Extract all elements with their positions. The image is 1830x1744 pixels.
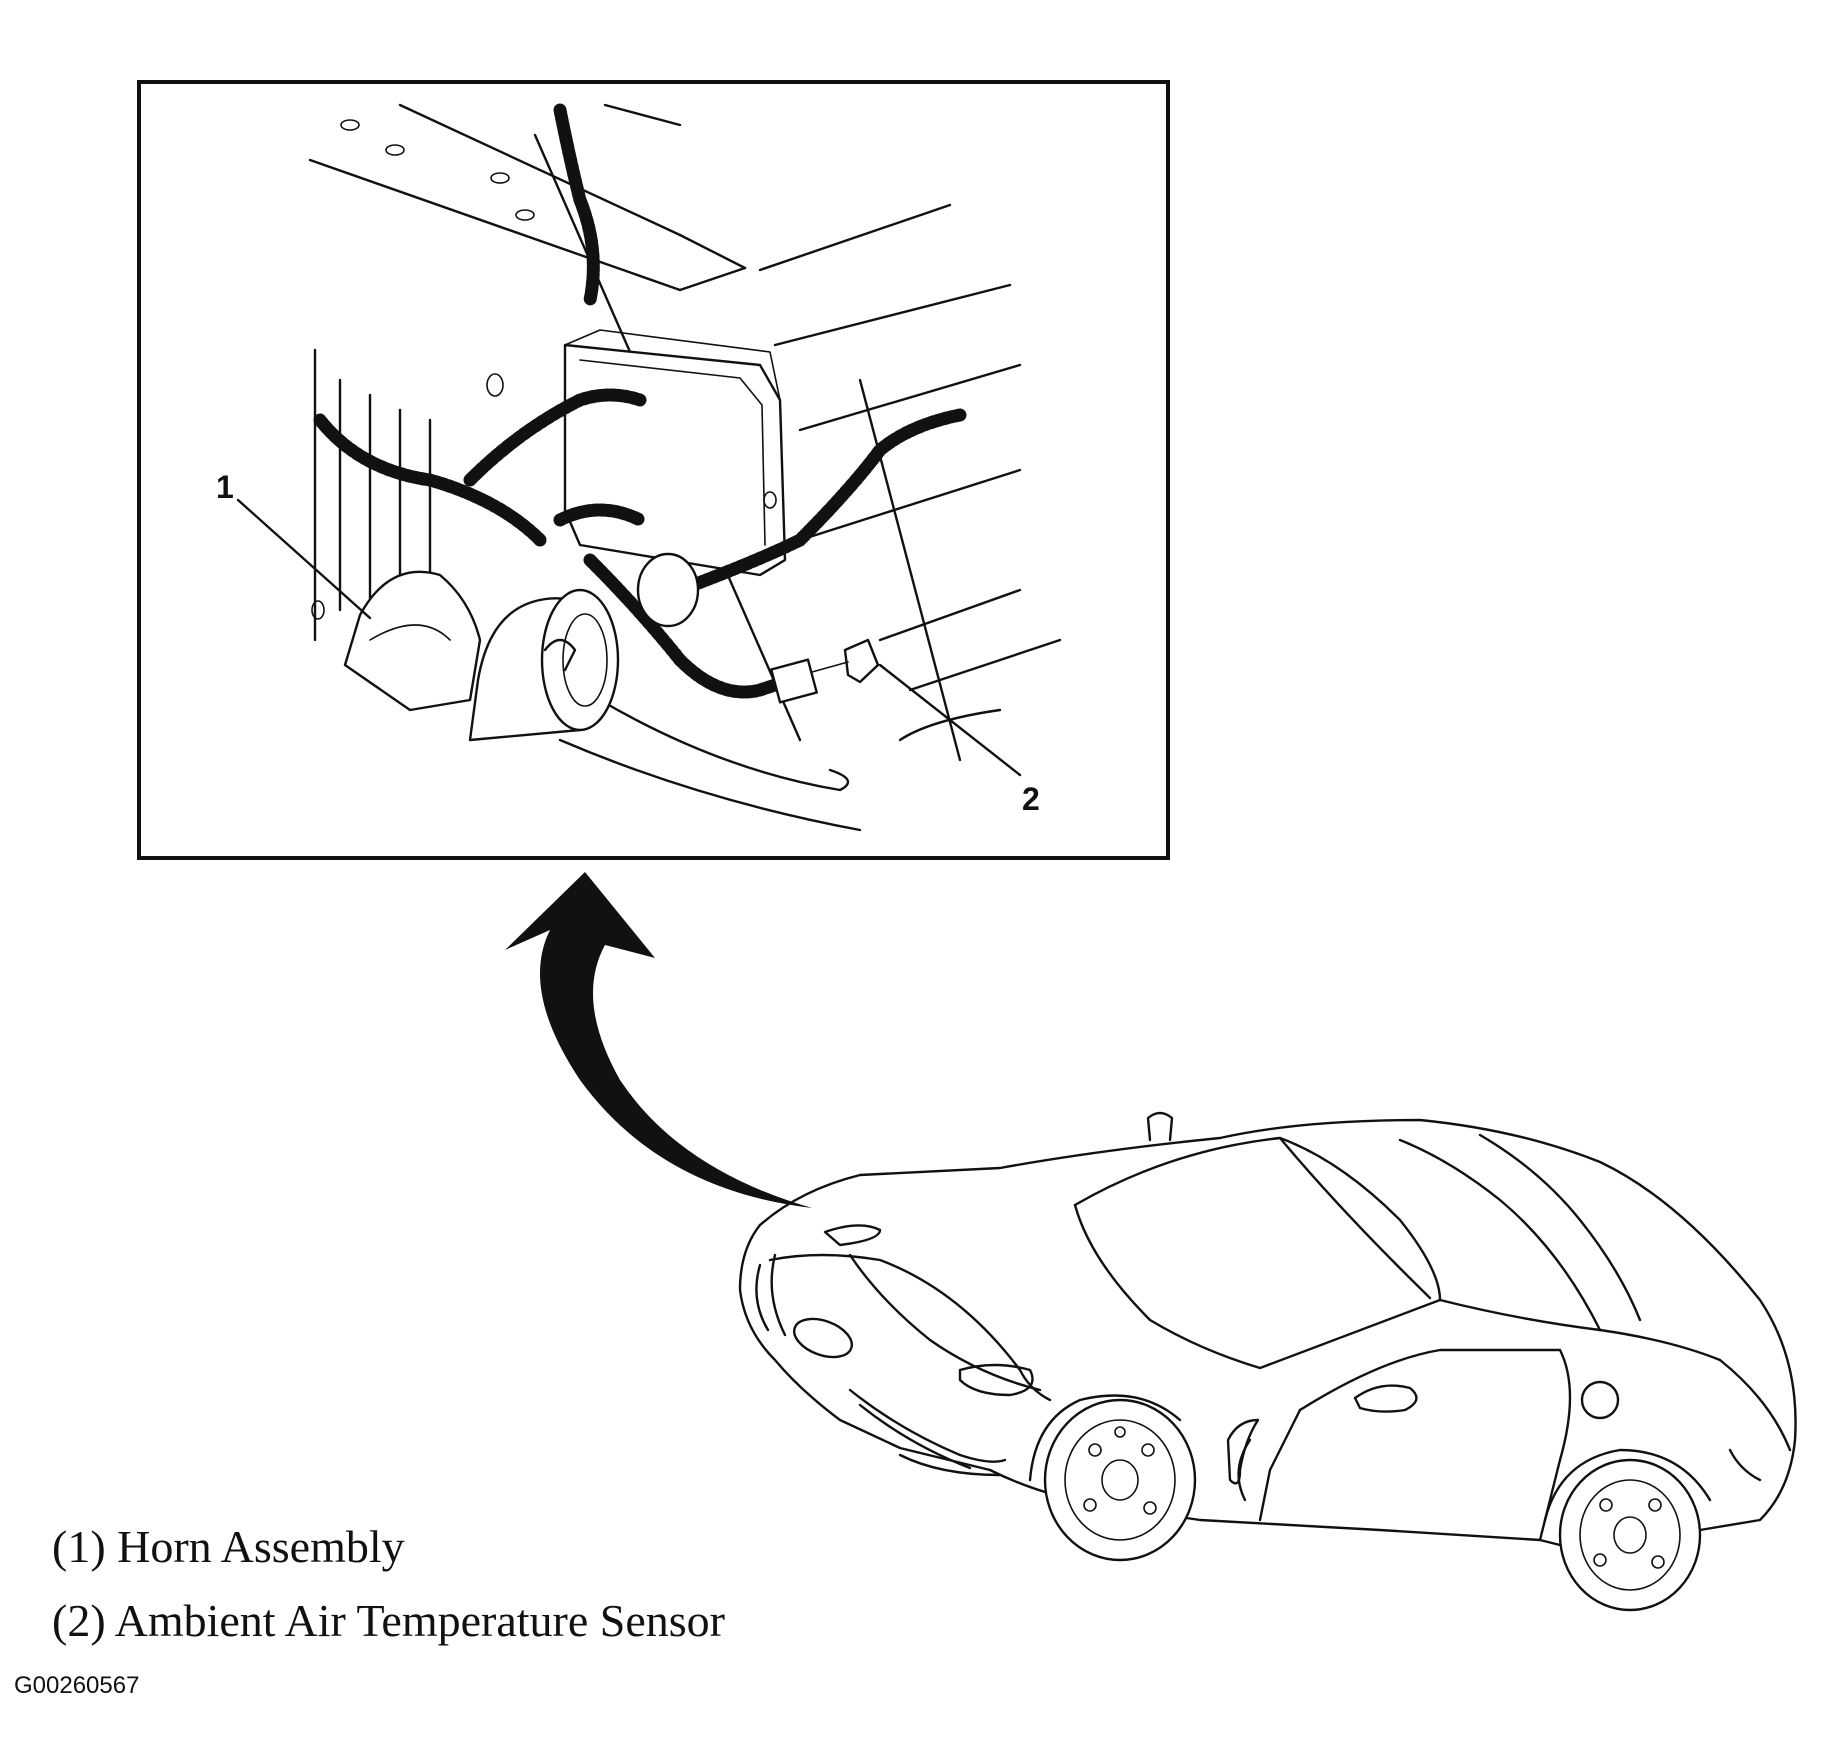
sensor-connector bbox=[770, 638, 880, 704]
leader-lines bbox=[236, 498, 1022, 777]
mounting-bracket bbox=[563, 329, 787, 577]
body-panels bbox=[308, 103, 1062, 832]
figure-id: G00260567 bbox=[14, 1672, 140, 1699]
legend-item-horn-assembly: (1) Horn Assembly bbox=[52, 1521, 405, 1572]
vehicle-illustration bbox=[738, 1111, 1797, 1612]
callout-1: 1 bbox=[216, 469, 234, 505]
callout-2: 2 bbox=[1022, 781, 1040, 817]
horn-assembly bbox=[343, 552, 700, 742]
detail-inset: 1 2 bbox=[137, 80, 1170, 860]
legend-item-ambient-air-temperature-sensor: (2) Ambient Air Temperature Sensor bbox=[52, 1595, 725, 1646]
locator-arrow bbox=[505, 872, 812, 1208]
